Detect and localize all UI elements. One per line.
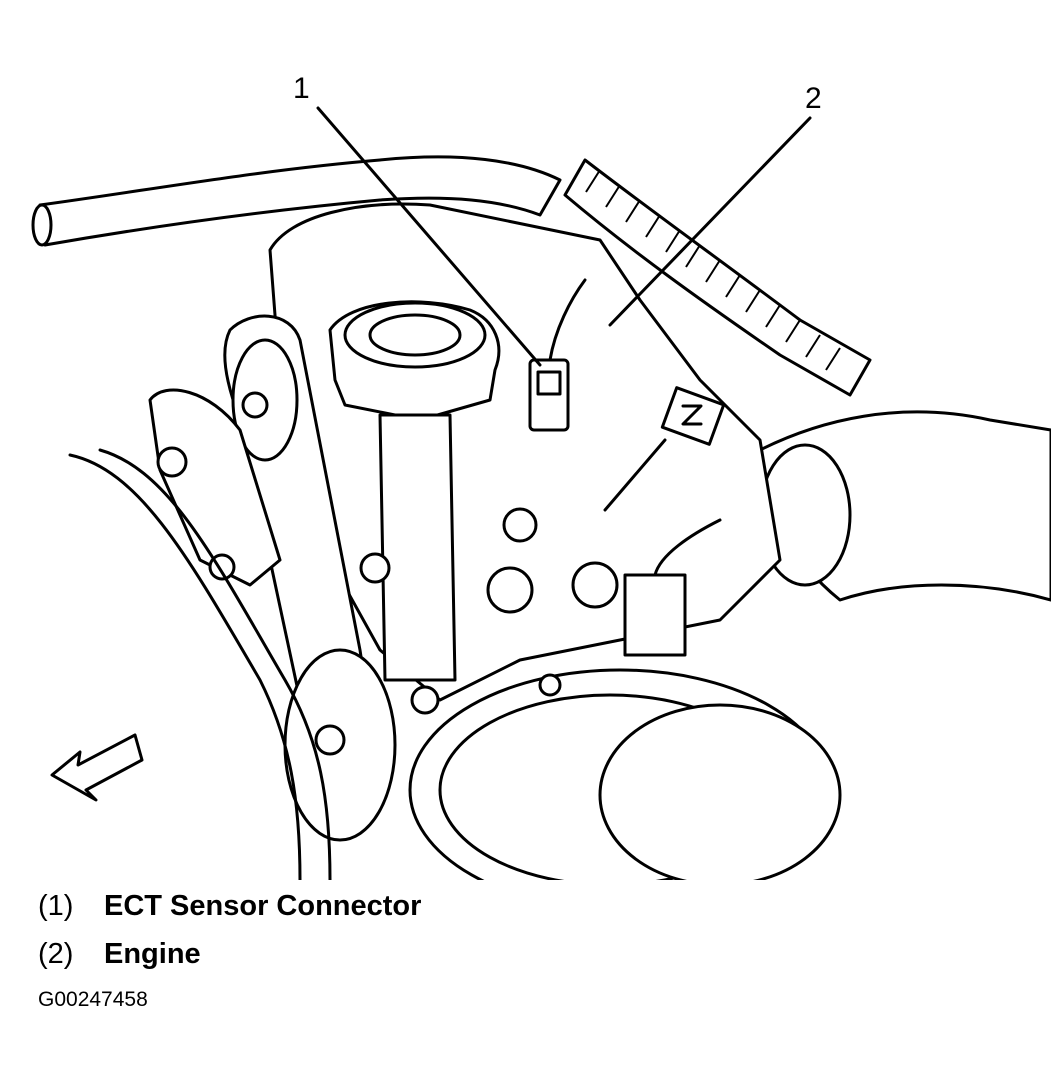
ect-sensor-connector: [528, 278, 587, 432]
idler-pulley-upper: [231, 338, 299, 462]
upper-hose: [38, 155, 562, 247]
callout-2-leader: [608, 116, 812, 327]
legend-number: (1): [38, 890, 74, 922]
belt-tensioner: [148, 388, 282, 587]
callout-1-leader: [316, 106, 542, 367]
callout-number-2: 2: [805, 82, 822, 115]
hose-end: [31, 203, 53, 247]
bolts: [359, 507, 619, 697]
engine-illustration: [31, 106, 1051, 880]
legend-label: ECT Sensor Connector: [104, 890, 422, 922]
front-arrow-icon: [50, 733, 144, 802]
legend-label: Engine: [104, 938, 201, 970]
pulley-large: [408, 668, 842, 880]
idler-pulley-lower: [283, 648, 440, 842]
filler-neck: [378, 413, 457, 682]
serpentine-belt-sweep: [68, 453, 302, 880]
legend-row-ect-sensor-connector: (1) ECT Sensor Connector: [38, 892, 421, 921]
legend-row-engine: (2) Engine: [38, 940, 201, 969]
oil-filler-cap: [328, 300, 501, 422]
secondary-connector: [603, 386, 726, 512]
callout-number-1: 1: [293, 72, 310, 105]
figure-id: G00247458: [38, 988, 148, 1011]
side-connector: [623, 518, 722, 657]
wiring-harness: [563, 158, 872, 397]
legend-number: (2): [38, 938, 74, 970]
